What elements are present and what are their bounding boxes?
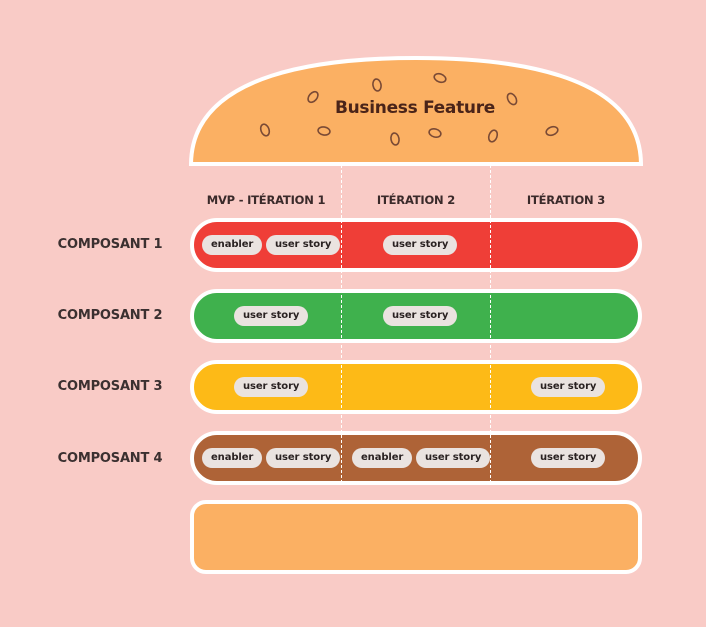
user-story-pill: user story [531, 448, 606, 468]
enabler-pill: enabler [202, 235, 263, 255]
user-story-pill: user story [234, 377, 309, 397]
row-label-composant-2: COMPOSANT 2 [57, 308, 163, 323]
user-story-pill: user story [266, 235, 341, 255]
bottom-bun [190, 500, 642, 574]
column-header-iteration-3: ITÉRATION 3 [526, 193, 606, 207]
row-label-composant-1: COMPOSANT 1 [57, 237, 163, 252]
business-feature-title: Business Feature [334, 98, 496, 118]
enabler-pill: enabler [202, 448, 263, 468]
lane-composant-4: enabler user story enabler user story us… [190, 431, 642, 485]
iteration-divider-2 [490, 165, 491, 483]
row-label-composant-3: COMPOSANT 3 [57, 379, 163, 394]
top-bun [188, 55, 644, 166]
user-story-pill: user story [383, 235, 458, 255]
column-header-mvp: MVP - ITÉRATION 1 [206, 193, 326, 207]
user-story-pill: user story [531, 377, 606, 397]
lane-composant-1: enabler user story user story [190, 218, 642, 272]
column-header-iteration-2: ITÉRATION 2 [376, 193, 456, 207]
iteration-divider-1 [341, 165, 342, 483]
enabler-pill: enabler [352, 448, 413, 468]
lane-composant-2: user story user story [190, 289, 642, 343]
lane-composant-3: user story user story [190, 360, 642, 414]
row-label-composant-4: COMPOSANT 4 [57, 451, 163, 466]
user-story-pill: user story [266, 448, 341, 468]
user-story-pill: user story [383, 306, 458, 326]
sesame-seeds [259, 72, 559, 146]
user-story-pill: user story [234, 306, 309, 326]
user-story-pill: user story [416, 448, 491, 468]
